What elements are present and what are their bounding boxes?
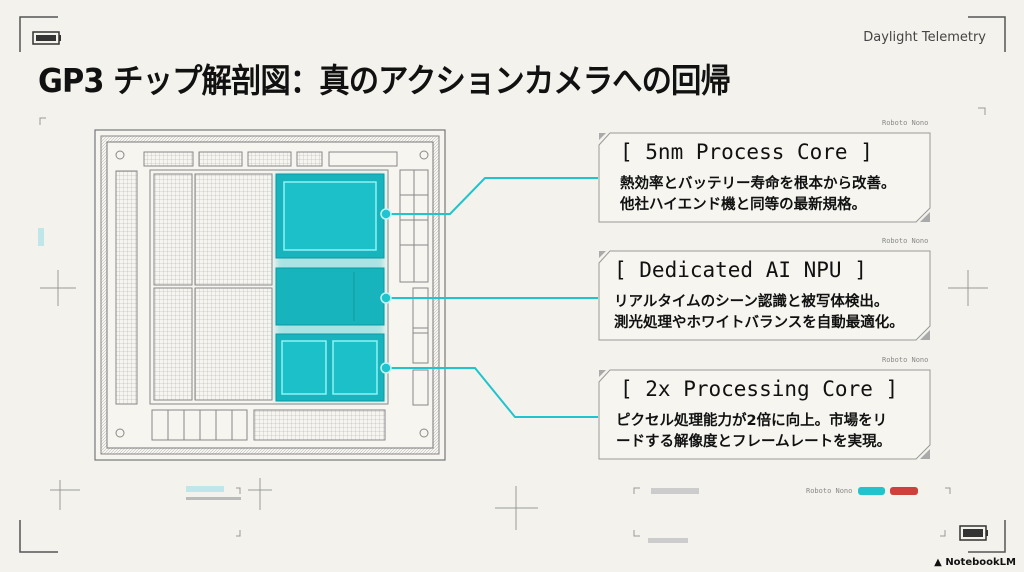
panel-title: [ 5nm Process Core ] (620, 140, 873, 164)
battery-icon (32, 31, 61, 45)
panel-text: リアルタイムのシーン認識と被写体検出。 (614, 294, 889, 310)
panel-text: 他社ハイエンド機と同等の最新規格。 (620, 197, 867, 213)
highlighted-cores (275, 173, 385, 402)
callout-2x-processing-core: [ 2x Processing Core ] ピクセル処理能力が2倍に向上。市場… (598, 369, 931, 460)
callout-5nm-process-core: [ 5nm Process Core ] 熱効率とバッテリー寿命を根本から改善。… (598, 132, 931, 223)
watermark-text: NotebookLM (945, 557, 1016, 568)
callout-dedicated-ai-npu: [ Dedicated AI NPU ] リアルタイムのシーン認識と被写体検出。… (598, 250, 931, 341)
panel-tag: Roboto Nono (882, 237, 929, 245)
panel-title: [ 2x Processing Core ] (620, 377, 899, 401)
panel-frame (598, 132, 931, 223)
panel-text: 熱効率とバッテリー寿命を根本から改善。 (620, 176, 896, 192)
panel-text: ピクセル処理能力が2倍に向上。市場をリ (616, 413, 888, 429)
battery-icon (959, 525, 988, 541)
brand-label: Daylight Telemetry (863, 30, 986, 45)
footer-tag: Roboto Nono (806, 487, 853, 495)
panel-tag: Roboto Nono (882, 356, 929, 364)
panel-tag: Roboto Nono (882, 119, 929, 127)
notebooklm-watermark: ▲ NotebookLM (934, 557, 1016, 568)
panel-frame (598, 250, 931, 341)
panel-text: 測光処理やホワイトバランスを自動最適化。 (614, 315, 904, 331)
panel-text: ードする解像度とフレームレートを実現。 (616, 434, 892, 450)
panel-title: [ Dedicated AI NPU ] (614, 258, 867, 282)
panel-frame (598, 369, 931, 460)
page-title: GP3 チップ解剖図：真のアクションカメラへの回帰 (38, 61, 731, 100)
